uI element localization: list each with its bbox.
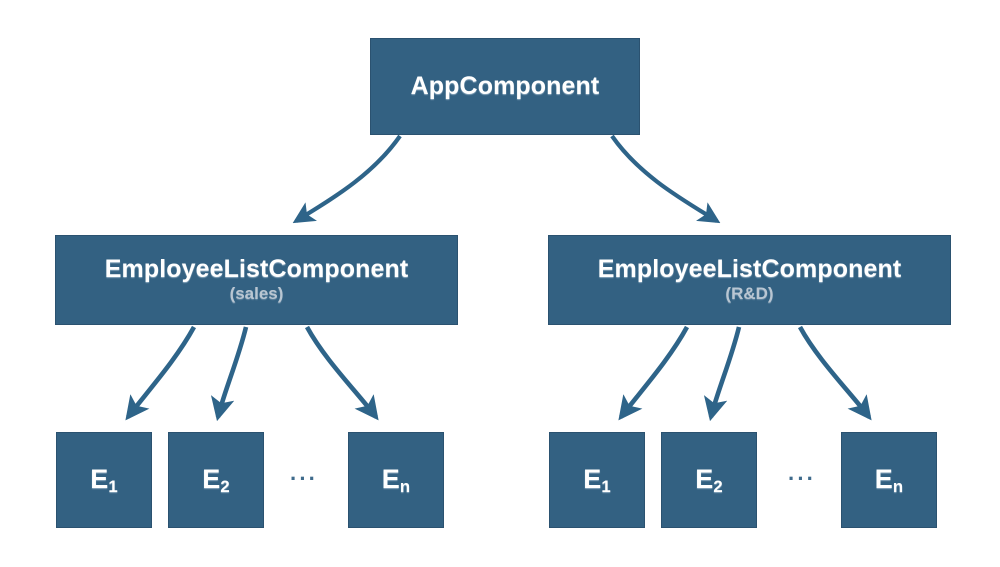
arrow-sales-to-leaf-2 [210, 326, 249, 422]
ellipsis-rnd: ··· [788, 466, 816, 491]
employee-index: 1 [108, 477, 118, 497]
node-employee-list-component-rnd-label: EmployeeListComponent [597, 254, 902, 283]
node-employee-list-component-rnd-subtitle: (R&D) [725, 284, 774, 304]
node-app-component[interactable]: AppComponent [370, 38, 640, 135]
employee-index: n [399, 477, 411, 497]
node-employee-list-component-sales-label: EmployeeListComponent [104, 254, 409, 283]
arrow-rnd-to-leaf-1 [618, 325, 690, 421]
node-employee-sales-2[interactable]: E2 [168, 432, 264, 528]
arrow-sales-to-leaf-n [304, 325, 379, 421]
node-app-component-label: AppComponent [410, 71, 600, 100]
employee-letter: E [381, 464, 400, 495]
node-employee-rnd-2-label: E2 [695, 464, 723, 497]
node-employee-rnd-1-label: E1 [583, 464, 611, 497]
node-employee-list-component-sales-subtitle: (sales) [229, 284, 284, 304]
employee-index: 1 [601, 477, 611, 497]
employee-letter: E [874, 464, 893, 495]
node-employee-rnd-2[interactable]: E2 [661, 432, 757, 528]
node-employee-list-component-sales[interactable]: EmployeeListComponent (sales) [55, 235, 458, 325]
node-employee-sales-1[interactable]: E1 [56, 432, 152, 528]
node-employee-sales-n[interactable]: En [348, 432, 444, 528]
node-employee-list-component-rnd[interactable]: EmployeeListComponent (R&D) [548, 235, 951, 325]
node-employee-rnd-1[interactable]: E1 [549, 432, 645, 528]
arrow-rnd-to-leaf-2 [703, 326, 742, 422]
arrow-sales-to-leaf-1 [125, 325, 197, 421]
node-employee-rnd-n-label: En [874, 464, 904, 497]
employee-letter: E [90, 464, 109, 495]
node-employee-sales-n-label: En [381, 464, 411, 497]
ellipsis-sales: ··· [290, 466, 318, 491]
arrow-root-to-rnd [610, 134, 721, 224]
node-employee-rnd-n[interactable]: En [841, 432, 937, 528]
employee-letter: E [202, 464, 221, 495]
node-employee-sales-2-label: E2 [202, 464, 230, 497]
arrow-rnd-to-leaf-n [797, 325, 872, 421]
employee-index: n [892, 477, 904, 497]
node-employee-sales-1-label: E1 [90, 464, 118, 497]
employee-index: 2 [713, 477, 723, 497]
arrow-root-to-sales [292, 134, 402, 224]
employee-index: 2 [220, 477, 230, 497]
employee-letter: E [695, 464, 714, 495]
employee-letter: E [583, 464, 602, 495]
